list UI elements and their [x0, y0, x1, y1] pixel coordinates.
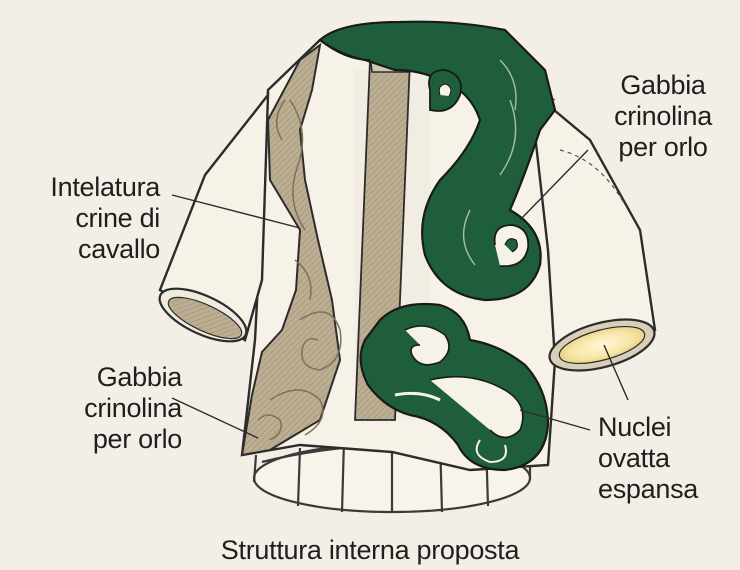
label-line: Nuclei — [598, 412, 672, 442]
label-line: Gabbia — [96, 362, 183, 392]
left-sleeve — [158, 91, 270, 343]
right-sleeve — [469, 47, 657, 372]
label-line: espansa — [598, 474, 698, 504]
leader-lines — [171, 149, 629, 439]
label-line: per orlo — [92, 424, 182, 454]
label-line: crinolina — [84, 393, 182, 423]
label-line: crinolina — [614, 101, 712, 131]
label-line: ovatta — [598, 443, 670, 473]
green-lapel — [318, 20, 557, 302]
label-line: Gabbia — [620, 70, 706, 100]
label-gabbia-right: Gabbia crinolina per orlo — [588, 70, 738, 163]
diagram-caption: Struttura interna proposta — [220, 535, 520, 565]
horsehair-interlining — [240, 42, 342, 457]
label-nuclei: Nuclei ovatta espansa — [598, 412, 738, 505]
green-hem-swirl — [359, 302, 550, 472]
label-line: cavallo — [78, 234, 160, 264]
label-line: crine di — [75, 203, 160, 233]
label-line: Intelatura — [50, 172, 160, 202]
label-gabbia-left: Gabbia crinolina per orlo — [40, 362, 182, 455]
label-intelatura: Intelatura crine di cavallo — [30, 172, 160, 265]
label-line: per orlo — [618, 132, 708, 162]
